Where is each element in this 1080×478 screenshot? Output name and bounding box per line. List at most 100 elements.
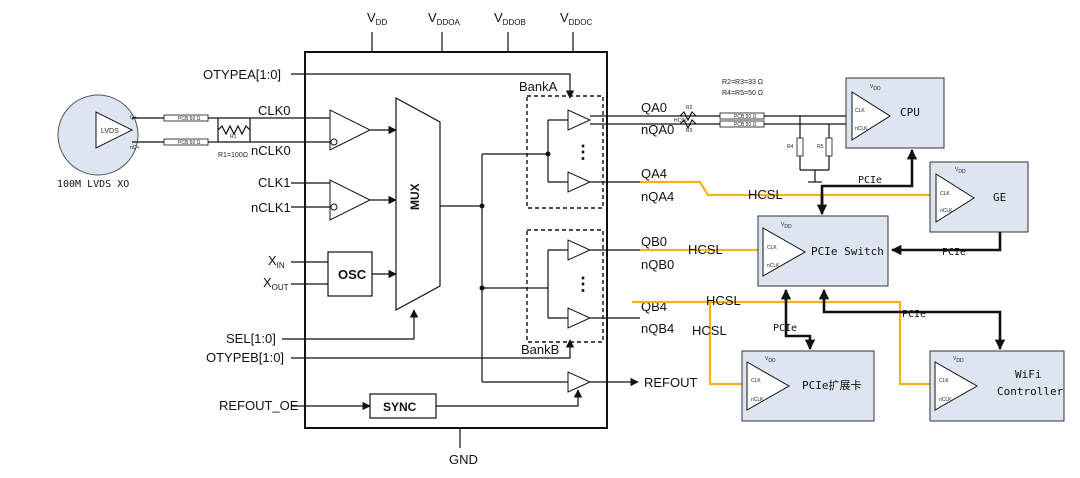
cpu-device: CLK nCLK VDD CPU	[845, 77, 945, 149]
svg-text:VDD: VDD	[781, 222, 792, 230]
clk1-buffer	[329, 179, 372, 221]
sel-label: SEL[1:0]	[226, 331, 276, 346]
svg-text:PCB 50 Ω: PCB 50 Ω	[178, 140, 201, 146]
svg-text:⋮: ⋮	[574, 274, 592, 294]
svg-text:nQ+: nQ+	[130, 145, 140, 151]
bank-a	[526, 95, 604, 209]
svg-text:PCIe: PCIe	[902, 309, 926, 320]
svg-text:HCSL: HCSL	[706, 293, 741, 308]
svg-text:nCLK: nCLK	[767, 263, 780, 269]
pcb-trace-top	[163, 114, 209, 122]
svg-text:CLK: CLK	[855, 108, 865, 114]
pcie-link-card	[784, 296, 816, 351]
bank-a-buffer-0	[567, 109, 592, 131]
otypeb-label: OTYPEB[1:0]	[206, 350, 284, 365]
supply-pins	[371, 32, 574, 52]
refout-buffer	[567, 371, 592, 393]
bank-b-buffer-0	[567, 239, 592, 261]
svg-text:PCIe扩展卡: PCIe扩展卡	[802, 378, 862, 392]
svg-text:HCSL: HCSL	[688, 242, 723, 257]
svg-text:PCIe: PCIe	[942, 247, 966, 258]
svg-text:PCB 50 Ω: PCB 50 Ω	[734, 114, 757, 120]
svg-text:WiFi: WiFi	[1015, 368, 1042, 381]
xin-label: XIN	[268, 253, 285, 270]
bank-a-label: BankA	[519, 79, 558, 94]
pcie-card-device: CLK nCLK VDD PCIe扩展卡	[741, 350, 875, 422]
nclk1-label: nCLK1	[251, 200, 291, 215]
r1-label: R1=100Ω	[218, 152, 248, 159]
svg-text:GE: GE	[993, 191, 1006, 204]
resistor-r1	[217, 124, 251, 136]
hcsl-trace-ge	[640, 180, 930, 197]
hcsl-trace-card	[632, 300, 744, 386]
refout-label: REFOUT	[644, 375, 698, 390]
svg-text:VDD: VDD	[367, 10, 387, 27]
xout-label: XOUT	[263, 275, 289, 292]
nqa0-label: nQA0	[641, 122, 674, 137]
osc-block	[327, 251, 373, 297]
svg-text:nCLK: nCLK	[940, 208, 953, 214]
svg-text:SYNC: SYNC	[383, 400, 417, 414]
gnd-label: GND	[449, 452, 478, 467]
svg-text:VDDOB: VDDOB	[494, 10, 526, 27]
svg-text:PCIe Switch: PCIe Switch	[811, 245, 884, 258]
clock-chip-body	[304, 51, 608, 429]
svg-text:⋮: ⋮	[574, 142, 592, 162]
refout-oe-label: REFOUT_OE	[219, 398, 299, 413]
sync-block	[369, 393, 437, 419]
clk1-label: CLK1	[258, 175, 291, 190]
svg-text:HCSL: HCSL	[692, 323, 727, 338]
ge-device: CLK nCLK VDD GE	[929, 161, 1029, 233]
pcb-trace-bottom	[163, 138, 209, 146]
svg-text:CLK: CLK	[751, 378, 761, 384]
svg-text:OSC: OSC	[338, 267, 367, 282]
svg-text:R5: R5	[817, 144, 824, 150]
nqa4-label: nQA4	[641, 189, 674, 204]
bank-b-label: BankB	[521, 342, 559, 357]
mux-block	[395, 96, 441, 312]
svg-text:PCIe: PCIe	[858, 175, 882, 186]
nclk0-label: nCLK0	[251, 143, 291, 158]
otypea-label: OTYPEA[1:0]	[203, 67, 281, 82]
svg-text:CLK: CLK	[767, 245, 777, 251]
clk0-label: CLK0	[258, 103, 291, 118]
svg-text:PCIe: PCIe	[773, 323, 797, 334]
svg-text:HCSL: HCSL	[748, 187, 783, 202]
svg-text:VDD: VDD	[953, 356, 964, 364]
svg-text:R2: R2	[686, 105, 693, 111]
bank-b	[526, 229, 604, 343]
bank-a-buffer-4	[567, 171, 592, 193]
r2-r3-label: R2=R3=33 Ω	[722, 79, 763, 86]
qa4-label: QA4	[641, 166, 667, 181]
pcie-link-wifi	[822, 296, 1006, 351]
svg-text:VDDOA: VDDOA	[428, 10, 460, 27]
pcie-switch-device: CLK nCLK VDD PCIe Switch	[757, 215, 889, 287]
nqb0-label: nQB0	[641, 257, 674, 272]
svg-text:R3: R3	[686, 128, 693, 134]
qb0-label: QB0	[641, 234, 667, 249]
r4-r5-label: R4=R5=50 Ω	[722, 90, 763, 97]
svg-text:R1: R1	[230, 134, 237, 140]
svg-text:VDD: VDD	[765, 356, 776, 364]
svg-text:PCB 50 Ω: PCB 50 Ω	[734, 122, 757, 128]
lvds-oscillator: LVDS Q+ nQ+ 100M LVDS XO	[57, 94, 140, 190]
svg-text:Controller: Controller	[997, 385, 1064, 398]
svg-text:CLK: CLK	[940, 191, 950, 197]
clk0-buffer	[329, 109, 372, 151]
wifi-controller-device: CLK nCLK VDD WiFi Controller	[929, 350, 1065, 422]
bank-b-buffer-4	[567, 307, 592, 329]
svg-text:LVDS: LVDS	[101, 128, 119, 135]
supply-labels: VDD VDDOA VDDOB VDDOC	[367, 10, 592, 27]
svg-text:VDDOC: VDDOC	[560, 10, 592, 27]
svg-text:R4: R4	[787, 144, 794, 150]
nqb4-label: nQB4	[641, 321, 674, 336]
svg-text:HCSL: HCSL	[674, 118, 688, 124]
svg-text:VDD: VDD	[870, 84, 881, 92]
svg-text:PCB 50 Ω: PCB 50 Ω	[178, 116, 201, 122]
svg-text:nCLK: nCLK	[855, 126, 868, 132]
svg-text:MUX: MUX	[408, 183, 422, 210]
svg-text:CPU: CPU	[900, 106, 920, 119]
pcie-link-ge	[890, 232, 1002, 256]
hcsl-trace-wifi	[710, 300, 932, 386]
